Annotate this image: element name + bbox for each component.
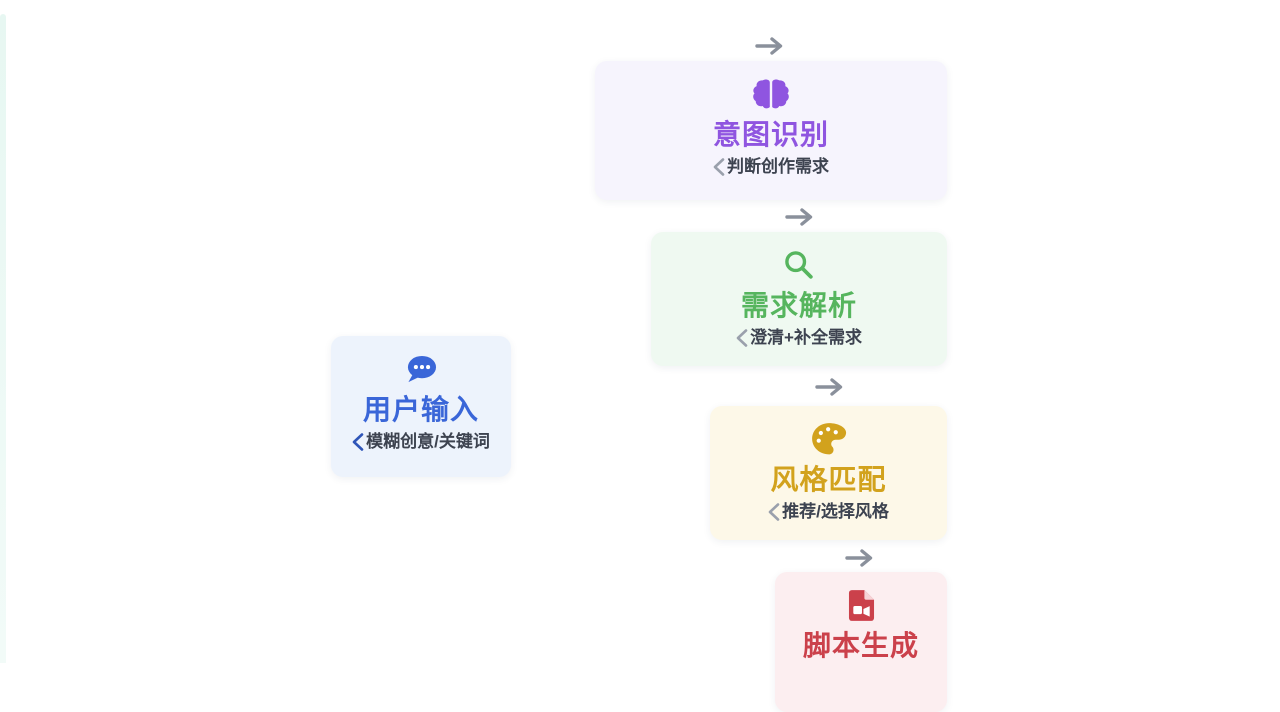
node-subtitle: 澄清+补全需求: [750, 328, 862, 347]
node-subtitle-row: 模糊创意/关键词: [352, 430, 490, 454]
flow-node-style-matching: 风格匹配 推荐/选择风格: [710, 406, 947, 540]
node-title: 需求解析: [740, 290, 857, 321]
node-title: 脚本生成: [802, 630, 919, 661]
right-arrow-icon: [813, 376, 847, 398]
left-accent-strip: [0, 14, 6, 663]
chevron-left-icon: [352, 433, 364, 451]
magnifier-icon: [782, 245, 816, 285]
node-title: 风格匹配: [770, 464, 887, 495]
file-video-icon: [848, 585, 875, 625]
node-subtitle-row: 判断创作需求: [713, 155, 829, 179]
flow-node-user-input: 用户输入 模糊创意/关键词: [331, 336, 511, 477]
node-title: 意图识别: [712, 119, 829, 150]
chevron-left-icon: [768, 503, 780, 521]
flow-node-requirement-parsing: 需求解析 澄清+补全需求: [651, 232, 947, 366]
flow-node-script-generation: 脚本生成: [775, 572, 947, 712]
node-subtitle-row: 澄清+补全需求: [736, 326, 862, 350]
node-title: 用户输入: [362, 394, 479, 425]
chevron-left-icon: [736, 329, 748, 347]
right-arrow-icon: [843, 547, 877, 569]
right-arrow-icon: [753, 35, 787, 57]
brain-icon: [751, 74, 791, 114]
node-subtitle: 推荐/选择风格: [782, 502, 889, 521]
node-subtitle: 判断创作需求: [727, 157, 829, 176]
right-arrow-icon: [783, 206, 817, 228]
flow-node-intent-recognition: 意图识别 判断创作需求: [595, 61, 947, 200]
chevron-left-icon: [713, 158, 725, 176]
node-subtitle-row: 推荐/选择风格: [768, 500, 889, 524]
palette-icon: [810, 419, 848, 459]
node-subtitle: 模糊创意/关键词: [366, 432, 490, 451]
comment-dots-icon: [404, 349, 439, 389]
